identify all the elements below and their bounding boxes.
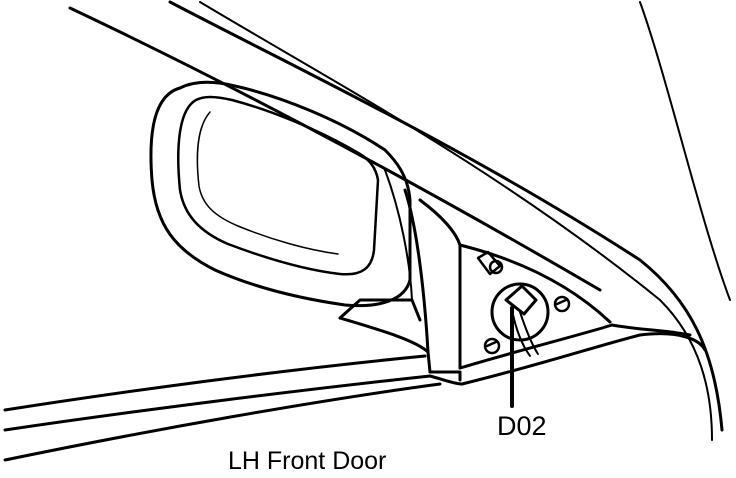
mirror-base (338, 169, 432, 374)
door-beltline (3, 323, 707, 462)
bolt-icon (476, 250, 504, 276)
connector-label: D02 (497, 411, 547, 441)
mirror-housing (149, 80, 412, 308)
diagram-caption: LH Front Door (228, 447, 387, 475)
screw-icon (553, 295, 571, 313)
mirror-glass (177, 95, 380, 276)
screw-icon (483, 337, 501, 355)
door-panel (418, 198, 614, 382)
window-frame (68, 0, 731, 441)
